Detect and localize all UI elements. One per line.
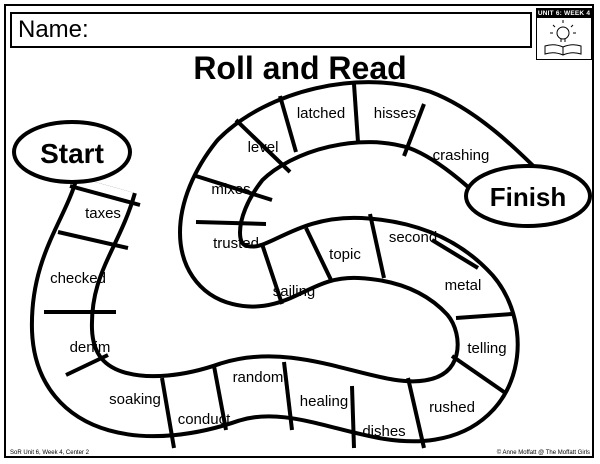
space-label: checked xyxy=(50,270,106,287)
space-label: latched xyxy=(297,105,345,122)
start-label: Start xyxy=(40,138,104,169)
name-field[interactable]: Name: xyxy=(10,12,532,48)
unit-badge: UNIT 6: WEEK 4 xyxy=(536,8,592,60)
space-label: rushed xyxy=(429,399,475,416)
space-label: metal xyxy=(445,277,482,294)
space-label: random xyxy=(233,369,284,386)
space-label: telling xyxy=(467,340,506,357)
finish-oval xyxy=(464,164,592,228)
start-oval xyxy=(12,120,132,184)
space-label: hisses xyxy=(374,105,417,122)
space-label: crashing xyxy=(433,147,490,164)
page-title: Roll and Read xyxy=(193,50,407,86)
space-label: second xyxy=(389,229,437,246)
page-border xyxy=(4,4,594,458)
space-label: sailing xyxy=(273,283,316,300)
space-label: dishes xyxy=(362,423,405,440)
space-dividers xyxy=(44,83,513,449)
reading-book-lightbulb-icon xyxy=(544,20,582,56)
space-label: healing xyxy=(300,393,348,410)
space-label: denim xyxy=(70,339,111,356)
footer-right: © Anne Moffatt @ The Moffatt Girls xyxy=(496,450,590,456)
finish-label: Finish xyxy=(490,182,567,212)
space-label: soaking xyxy=(109,391,161,408)
space-label: level xyxy=(248,139,279,156)
space-label: trusted xyxy=(213,235,259,252)
space-label: conduct xyxy=(178,411,231,428)
footer-left: SoR Unit 6, Week 4, Center 2 xyxy=(10,450,89,456)
name-label: Name: xyxy=(18,16,89,43)
space-label: mixes xyxy=(211,181,250,198)
space-label: topic xyxy=(329,246,361,263)
unit-label: UNIT 6: WEEK 4 xyxy=(537,9,591,18)
space-label: taxes xyxy=(85,205,121,222)
